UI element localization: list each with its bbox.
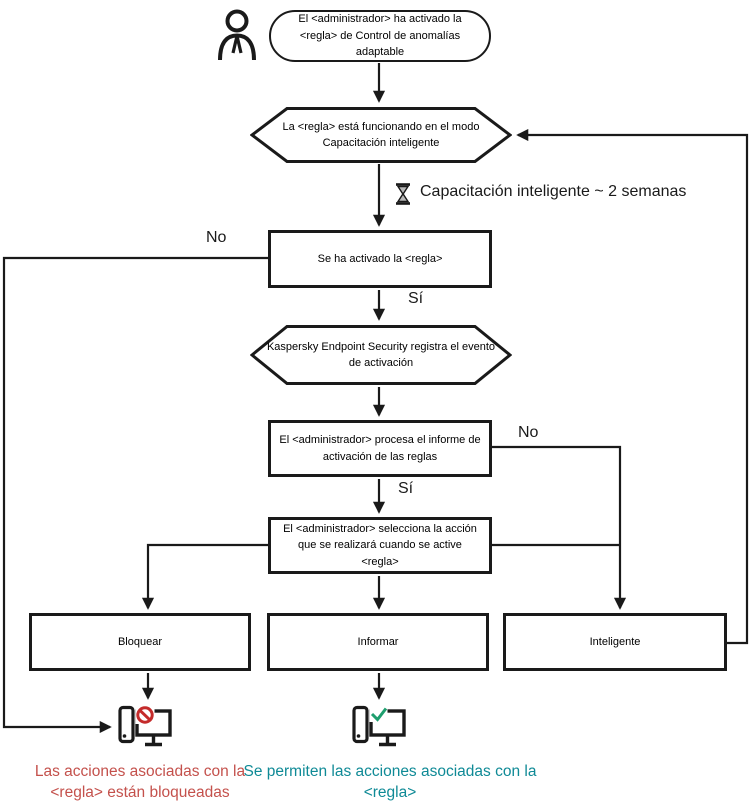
node-action-block: Bloquear [29,613,251,671]
result-blocked-text: Las acciones asociadas con la <regla> es… [34,763,246,801]
node-start: El <administrador> ha activado la <regla… [269,10,491,62]
node-admin-selects-label: El <administrador> selecciona la acción … [283,522,477,568]
computer-check-icon [352,703,406,750]
label-yes-report: Sí [398,480,414,497]
person-icon [216,8,258,61]
node-admin-selects: El <administrador> selecciona la acción … [268,517,492,574]
label-no-report: No [518,424,539,441]
node-smart-mode: La <regla> está funcionando en el modo C… [250,107,512,163]
hourglass-icon [395,182,411,206]
node-action-smart: Inteligente [503,613,727,671]
node-rule-triggered-label: Se ha activado la <regla> [317,252,443,265]
node-start-label: El <administrador> ha activado la <regla… [298,13,462,59]
training-duration-note: Capacitación inteligente ~ 2 semanas [420,183,687,200]
node-kes-registers: Kaspersky Endpoint Security registra el … [250,325,512,385]
node-action-inform: Informar [267,613,489,671]
node-smart-mode-label: La <regla> está funcionando en el modo C… [282,120,480,150]
node-admin-processes-label: El <administrador> procesa el informe de… [279,434,481,463]
node-action-inform-label: Informar [357,635,399,648]
label-yes-rule: Sí [408,290,424,307]
result-allowed-text: Se permiten las acciones asociadas con l… [243,763,537,801]
node-admin-processes: El <administrador> procesa el informe de… [268,420,492,477]
node-kes-registers-label: Kaspersky Endpoint Security registra el … [266,340,496,370]
label-no-rule: No [206,229,227,246]
computer-blocked-icon [118,703,172,750]
node-action-block-label: Bloquear [117,635,163,648]
node-action-smart-label: Inteligente [589,635,641,648]
node-rule-triggered: Se ha activado la <regla> [268,230,492,288]
